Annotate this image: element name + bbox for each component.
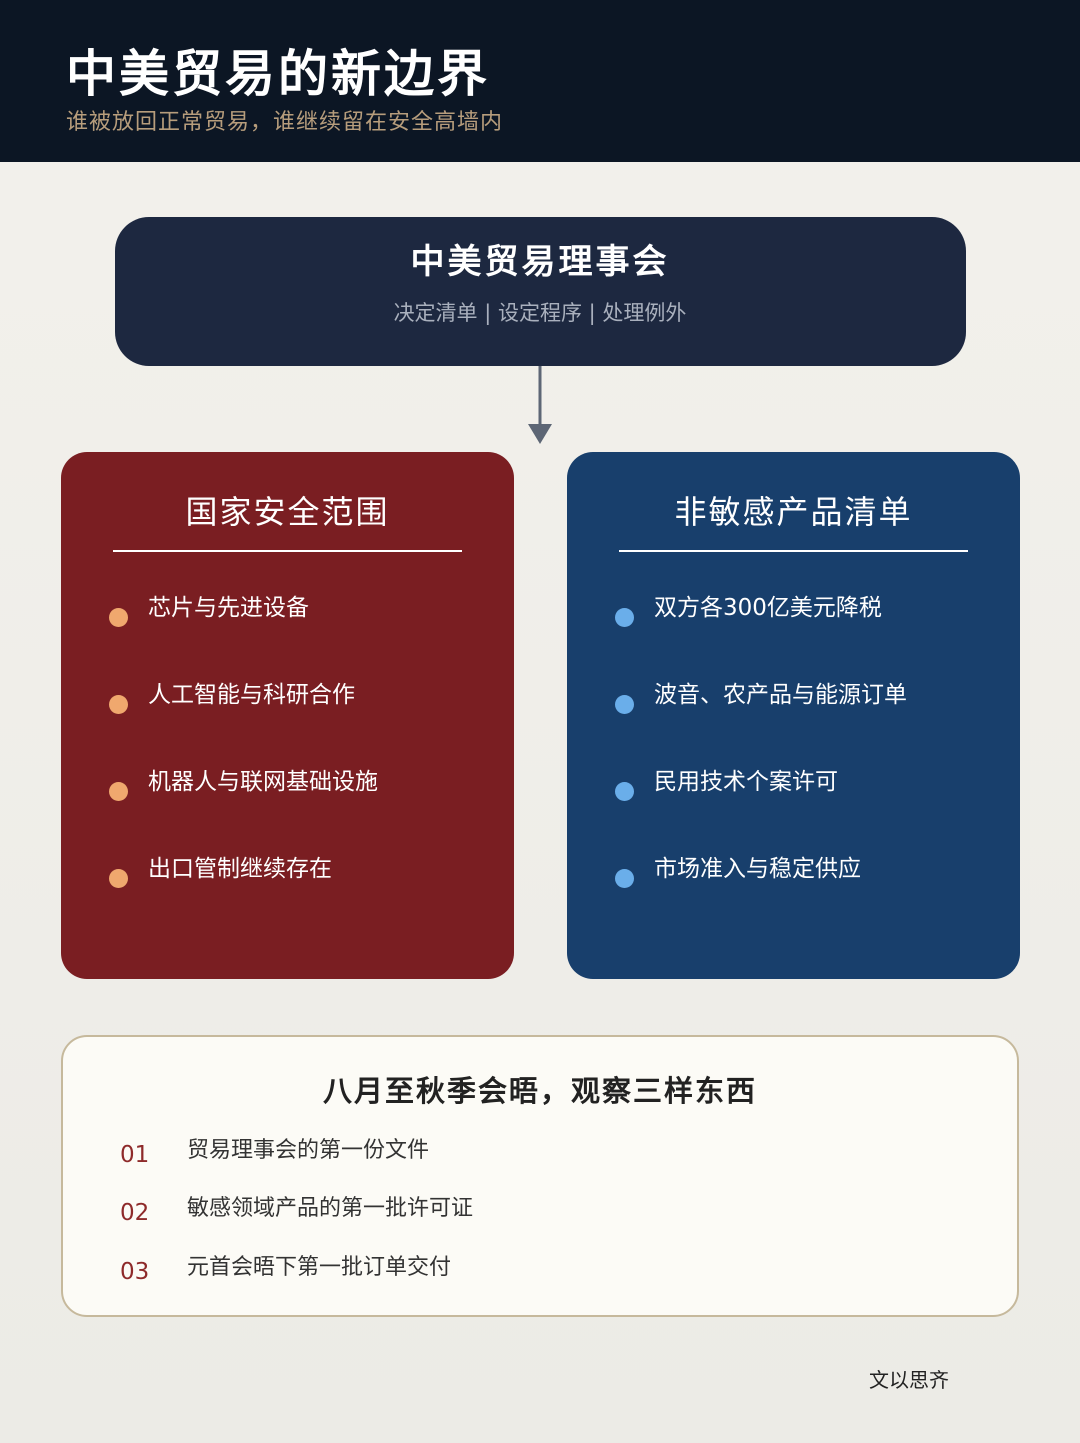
security-item: 人工智能与科研合作 bbox=[148, 682, 355, 708]
watch-title: 八月至秋季会晤，观察三样东西 bbox=[322, 1074, 757, 1108]
non-sensitive-item: 市场准入与稳定供应 bbox=[654, 856, 861, 882]
bullet-dot bbox=[109, 869, 128, 888]
bullet-dot bbox=[109, 695, 128, 714]
bullet-dot bbox=[615, 782, 634, 801]
national-security-divider bbox=[113, 550, 462, 552]
council-title: 中美贸易理事会 bbox=[410, 242, 670, 282]
bullet-dot bbox=[109, 782, 128, 801]
national-security-title: 国家安全范围 bbox=[185, 493, 390, 531]
header-bar bbox=[0, 0, 1080, 162]
bullet-dot bbox=[615, 608, 634, 627]
watch-item-text: 元首会晤下第一批订单交付 bbox=[187, 1255, 452, 1280]
council-subtitle: 决定清单 | 设定程序 | 处理例外 bbox=[393, 301, 687, 325]
page-subtitle: 谁被放回正常贸易，谁继续留在安全高墙内 bbox=[66, 110, 504, 135]
bullet-dot bbox=[615, 869, 634, 888]
bullet-dot bbox=[615, 695, 634, 714]
page-title: 中美贸易的新边界 bbox=[66, 45, 490, 103]
non-sensitive-title: 非敏感产品清单 bbox=[674, 493, 913, 531]
national-security-panel bbox=[61, 452, 514, 979]
watch-box bbox=[61, 1035, 1019, 1317]
non-sensitive-item: 双方各300亿美元降税 bbox=[654, 595, 882, 621]
non-sensitive-divider bbox=[619, 550, 968, 552]
author-credit: 文以思齐 bbox=[869, 1368, 949, 1392]
watch-item-number: 03 bbox=[120, 1259, 150, 1285]
watch-item-number: 02 bbox=[120, 1200, 150, 1226]
watch-item-number: 01 bbox=[120, 1142, 150, 1168]
bullet-dot bbox=[109, 608, 128, 627]
watch-item-text: 敏感领域产品的第一批许可证 bbox=[187, 1196, 474, 1221]
watch-item-text: 贸易理事会的第一份文件 bbox=[187, 1138, 430, 1163]
security-item: 机器人与联网基础设施 bbox=[148, 769, 378, 795]
security-item: 出口管制继续存在 bbox=[148, 856, 332, 882]
non-sensitive-item: 民用技术个案许可 bbox=[654, 769, 838, 795]
council-box bbox=[115, 217, 966, 366]
non-sensitive-item: 波音、农产品与能源订单 bbox=[654, 682, 907, 708]
security-item: 芯片与先进设备 bbox=[148, 595, 309, 621]
down-arrow-icon bbox=[528, 366, 552, 444]
non-sensitive-panel bbox=[567, 452, 1020, 979]
